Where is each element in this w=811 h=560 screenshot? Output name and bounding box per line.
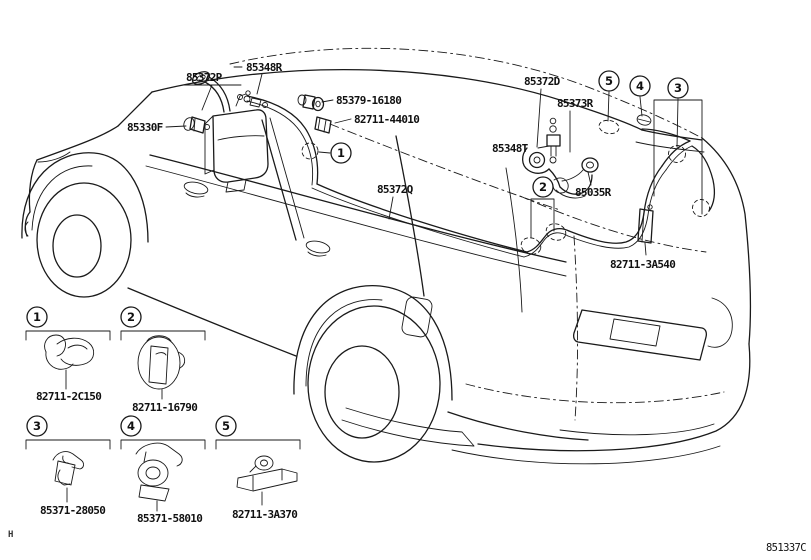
legend-item-2[interactable]: 2 82711-16790 xyxy=(120,306,206,414)
rear-nozzle-part xyxy=(521,147,569,194)
legend-2-number: 2 xyxy=(127,310,135,324)
callout-5-number: 5 xyxy=(605,74,613,88)
part-labels: 85372P 85348R 85379-16180 82711-44010 85… xyxy=(127,61,676,271)
legend-1-bracket xyxy=(25,330,111,341)
sheet-code: 851337C xyxy=(766,542,806,554)
legend-1-part-number[interactable]: 82711-2C150 xyxy=(36,390,102,403)
legend-3-part-number[interactable]: 85371-28050 xyxy=(40,504,106,517)
callout-5[interactable]: 5 xyxy=(598,70,620,92)
legend-5-number: 5 xyxy=(222,419,230,433)
legend-4-bracket xyxy=(120,439,206,450)
legend-5-part-art xyxy=(236,455,298,492)
washer-pump-part xyxy=(183,116,210,134)
part-label-85330F[interactable]: 85330F xyxy=(127,121,163,134)
part-label-85348R[interactable]: 85348R xyxy=(246,61,283,74)
legend: 1 82711-2C150 2 82711-16790 xyxy=(25,306,301,525)
front-wheel xyxy=(21,152,149,298)
corner-mark: H xyxy=(8,530,13,540)
legend-3-number: 3 xyxy=(33,419,41,433)
legend-4-number: 4 xyxy=(127,419,135,433)
callout-3-number: 3 xyxy=(674,81,682,95)
callout-2-number: 2 xyxy=(539,180,547,194)
callout-1[interactable]: 1 xyxy=(330,142,352,164)
washer-reservoir xyxy=(191,71,269,193)
part-label-85035R[interactable]: 85035R xyxy=(575,186,612,199)
callout-1-number: 1 xyxy=(337,146,345,160)
legend-2-part-number[interactable]: 82711-16790 xyxy=(132,401,198,414)
tee-joint-part xyxy=(546,117,561,164)
part-label-85379-16180[interactable]: 85379-16180 xyxy=(336,94,402,107)
legend-2-bracket xyxy=(120,330,206,341)
rear-hose-part xyxy=(555,174,593,199)
legend-item-4[interactable]: 4 85371-58010 xyxy=(120,415,206,525)
vehicle-outline xyxy=(24,47,752,465)
grommet-part xyxy=(297,94,325,112)
hose-clamp-markers xyxy=(301,119,710,255)
leader-lines xyxy=(165,66,703,256)
callout-4-number: 4 xyxy=(636,79,644,93)
diagram-callouts: 1 2 3 4 5 xyxy=(330,70,689,198)
part-label-85348T[interactable]: 85348T xyxy=(492,142,529,155)
hose-clip-part xyxy=(314,116,332,134)
callout-2[interactable]: 2 xyxy=(532,176,554,198)
callout-3[interactable]: 3 xyxy=(667,77,689,99)
part-label-82711-44010[interactable]: 82711-44010 xyxy=(354,113,420,126)
part-label-82711-3A540[interactable]: 82711-3A540 xyxy=(610,258,676,271)
legend-item-5[interactable]: 5 82711-3A370 xyxy=(215,415,301,521)
legend-3-bracket xyxy=(25,439,111,450)
callout-4[interactable]: 4 xyxy=(629,75,651,97)
rear-grommet-part xyxy=(561,157,599,182)
legend-2-part-art xyxy=(137,335,186,390)
legend-item-1[interactable]: 1 82711-2C150 xyxy=(25,306,111,403)
legend-1-number: 1 xyxy=(33,310,41,324)
legend-4-part-art xyxy=(135,442,183,502)
gate-top-clip-part xyxy=(636,114,652,126)
rear-bracket-part xyxy=(637,204,654,244)
legend-item-3[interactable]: 3 85371-28050 xyxy=(25,415,111,517)
legend-5-bracket xyxy=(215,439,301,450)
legend-1-part-art xyxy=(44,334,95,370)
part-label-85373R[interactable]: 85373R xyxy=(557,97,594,110)
legend-5-part-number[interactable]: 82711-3A370 xyxy=(232,508,298,521)
part-label-85372P[interactable]: 85372P xyxy=(186,71,223,84)
legend-3-part-art xyxy=(52,451,84,486)
part-label-85372D[interactable]: 85372D xyxy=(524,75,561,88)
rear-wheel xyxy=(293,285,453,463)
legend-4-part-number[interactable]: 85371-58010 xyxy=(137,512,203,525)
part-label-85372Q[interactable]: 85372Q xyxy=(377,183,414,196)
